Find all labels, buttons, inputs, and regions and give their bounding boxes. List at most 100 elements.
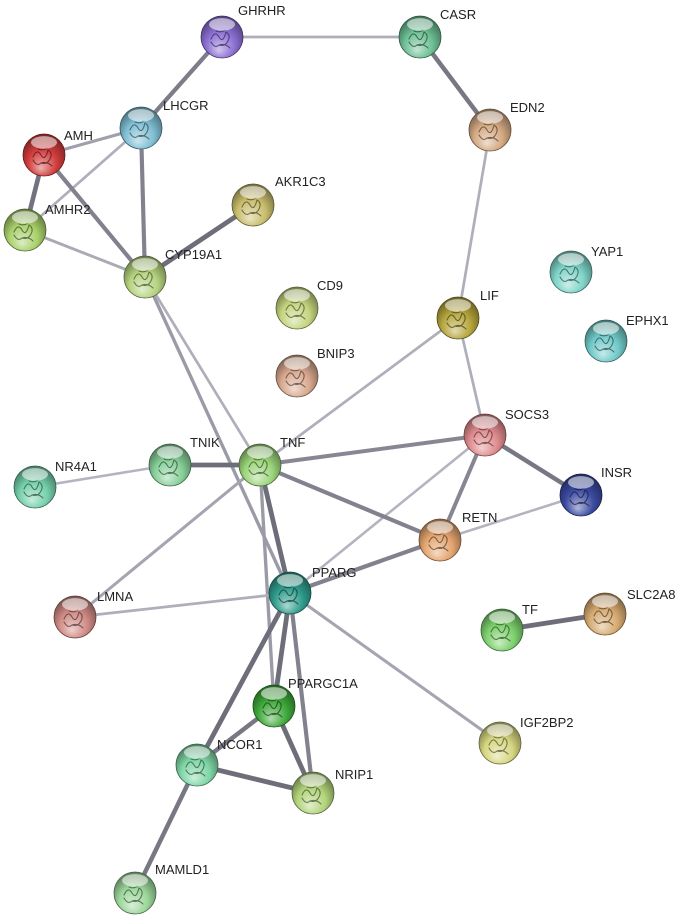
node-slc2a8[interactable]: SLC2A8 (583, 587, 675, 636)
node-highlight (276, 574, 304, 587)
node-highlight (183, 746, 211, 759)
node-highlight (592, 322, 620, 335)
edge-amhr2-cyp19a1[interactable] (23, 228, 147, 279)
node-ghrhr[interactable]: GHRHR (200, 3, 286, 59)
node-highlight (557, 253, 585, 266)
node-label: PPARGC1A (288, 676, 358, 691)
edge-tnf-pparg[interactable] (257, 462, 293, 596)
node-highlight (591, 595, 619, 608)
node-ppargc1a[interactable]: PPARGC1A (252, 676, 358, 728)
node-yap1[interactable]: YAP1 (549, 244, 623, 294)
node-amh[interactable]: AMH (22, 128, 93, 177)
node-nr4a1[interactable]: NR4A1 (13, 459, 97, 509)
node-label: LHCGR (163, 98, 209, 113)
node-label: YAP1 (591, 244, 623, 259)
node-edn2[interactable]: EDN2 (468, 100, 545, 152)
node-label: TNIK (190, 435, 220, 450)
node-tnik[interactable]: TNIK (148, 435, 220, 487)
node-label: GHRHR (238, 3, 286, 18)
node-ephx1[interactable]: EPHX1 (584, 313, 669, 363)
node-highlight (567, 476, 595, 489)
edge-akr1c3-cyp19a1[interactable] (142, 202, 256, 280)
edge-pparg-igf2bp2[interactable] (288, 591, 502, 745)
edge-layer (22, 34, 608, 896)
node-highlight (486, 724, 514, 737)
node-highlight (444, 299, 472, 312)
node-lif[interactable]: LIF (436, 288, 499, 340)
node-highlight (488, 611, 516, 624)
node-highlight (61, 598, 89, 611)
edge-tnf-ppargc1a[interactable] (258, 463, 276, 708)
edge-socs3-tnf[interactable] (258, 433, 487, 467)
node-label: CYP19A1 (165, 247, 222, 262)
node-highlight (299, 774, 327, 787)
node-label: PPARG (312, 565, 357, 580)
node-cd9[interactable]: CD9 (275, 278, 343, 330)
edge-edn2-lif[interactable] (456, 128, 492, 320)
node-label: INSR (601, 465, 632, 480)
edge-socs3-pparg[interactable] (288, 433, 487, 595)
node-lhcgr[interactable]: LHCGR (119, 98, 209, 150)
node-highlight (21, 468, 49, 481)
node-amhr2[interactable]: AMHR2 (3, 202, 91, 252)
node-pparg[interactable]: PPARG (268, 565, 357, 615)
node-highlight (208, 18, 236, 31)
node-highlight (131, 258, 159, 271)
edge-insr-retn[interactable] (438, 493, 583, 542)
node-highlight (283, 357, 311, 370)
node-akr1c3[interactable]: AKR1C3 (231, 174, 326, 227)
node-nrip1[interactable]: NRIP1 (291, 767, 373, 815)
edge-nr4a1-tnik[interactable] (33, 463, 172, 489)
edge-pparg-nrip1[interactable] (287, 590, 316, 796)
node-highlight (260, 687, 288, 700)
node-label: TNF (280, 435, 305, 450)
edge-lhcgr-amhr2[interactable] (23, 126, 143, 232)
node-highlight (426, 521, 454, 534)
node-casr[interactable]: CASR (398, 7, 476, 59)
node-ncor1[interactable]: NCOR1 (175, 737, 263, 787)
node-label: MAMLD1 (155, 862, 209, 877)
node-bnip3[interactable]: BNIP3 (275, 346, 355, 398)
node-label: TF (522, 602, 538, 617)
node-cyp19a1[interactable]: CYP19A1 (123, 247, 222, 299)
node-highlight (246, 446, 274, 459)
edge-retn-pparg[interactable] (287, 537, 443, 596)
edge-lif-tnf[interactable] (258, 316, 460, 467)
edge-lhcgr-cyp19a1[interactable] (138, 125, 148, 280)
node-mamld1[interactable]: MAMLD1 (113, 862, 209, 915)
edge-ncor1-mamld1[interactable] (132, 762, 200, 896)
node-highlight (156, 446, 184, 459)
node-igf2bp2[interactable]: IGF2BP2 (478, 715, 573, 765)
node-label: LIF (480, 288, 499, 303)
node-retn[interactable]: RETN (418, 510, 497, 562)
edge-pparg-lmna[interactable] (73, 591, 292, 619)
node-label: EPHX1 (626, 313, 669, 328)
node-highlight (239, 186, 267, 199)
node-tnf[interactable]: TNF (238, 435, 305, 487)
node-label: IGF2BP2 (520, 715, 573, 730)
node-highlight (30, 136, 58, 149)
edge-tnf-retn[interactable] (257, 462, 443, 543)
node-label: EDN2 (510, 100, 545, 115)
node-highlight (121, 874, 149, 887)
node-socs3[interactable]: SOCS3 (463, 407, 549, 457)
node-lmna[interactable]: LMNA (53, 589, 133, 639)
edge-pparg-ncor1[interactable] (194, 590, 293, 768)
node-tf[interactable]: TF (480, 602, 538, 652)
node-label: NR4A1 (55, 459, 97, 474)
node-label: NCOR1 (217, 737, 263, 752)
node-label: CD9 (317, 278, 343, 293)
node-highlight (283, 289, 311, 302)
node-label: BNIP3 (317, 346, 355, 361)
edge-cyp19a1-tnf[interactable] (143, 275, 262, 467)
edge-tnf-lmna[interactable] (73, 463, 262, 619)
node-label: LMNA (97, 589, 133, 604)
node-label: AMHR2 (45, 202, 91, 217)
node-label: SLC2A8 (627, 587, 675, 602)
node-highlight (11, 211, 39, 224)
node-label: SOCS3 (505, 407, 549, 422)
edge-amh-cyp19a1[interactable] (41, 152, 148, 280)
node-insr[interactable]: INSR (559, 465, 632, 517)
